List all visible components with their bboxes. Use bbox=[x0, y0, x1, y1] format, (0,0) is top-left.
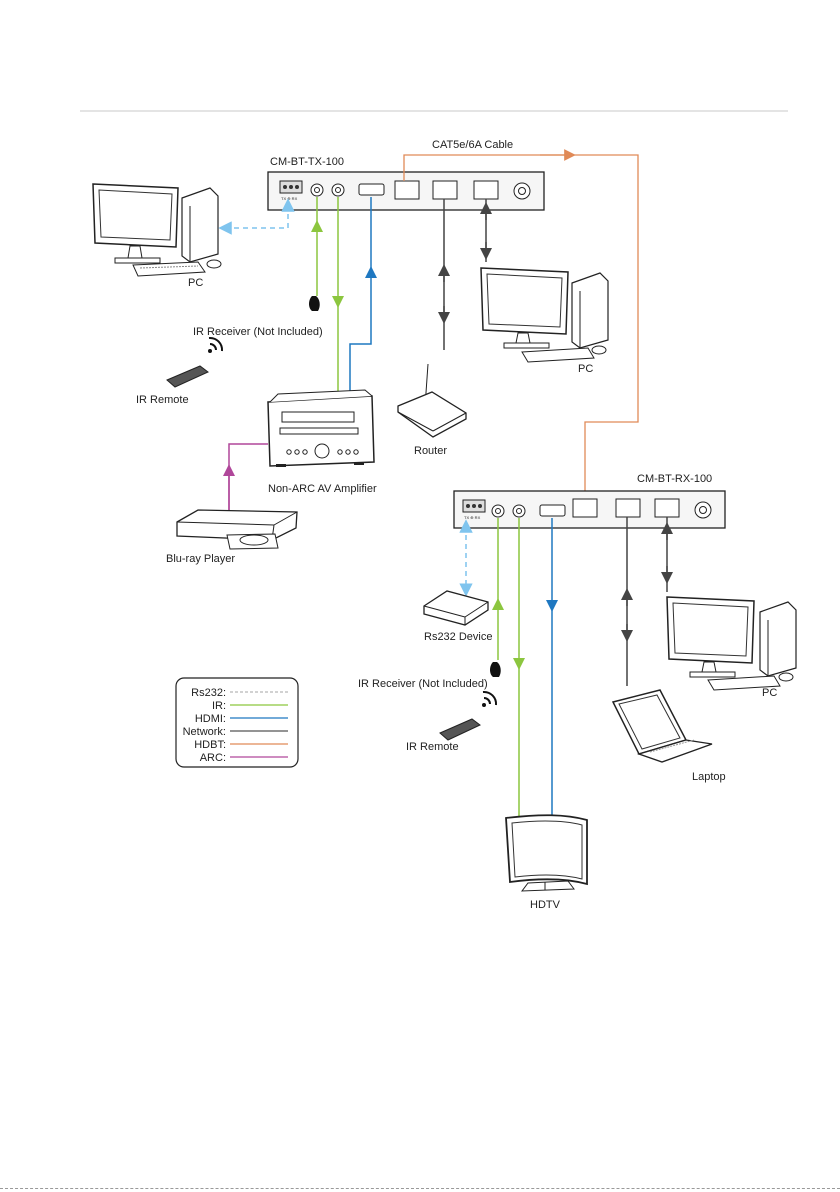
router-label: Router bbox=[414, 445, 447, 457]
bluray-player bbox=[177, 510, 297, 549]
pc-rx-label: PC bbox=[762, 687, 777, 699]
rx-hdmi-port bbox=[540, 505, 565, 516]
legend-label: Rs232: bbox=[191, 687, 226, 699]
legend-label: HDBT: bbox=[194, 739, 226, 751]
bluray-label: Blu-ray Player bbox=[166, 553, 235, 565]
tx-hdmi-port bbox=[359, 184, 384, 195]
pc-rx bbox=[667, 597, 796, 690]
hdtv-label: HDTV bbox=[530, 899, 561, 911]
rx-hdbt-port bbox=[573, 499, 597, 517]
tx-hdbt-port bbox=[395, 181, 419, 199]
tx-lan-port-2 bbox=[474, 181, 498, 199]
ir-receiver-tx-label: IR Receiver (Not Included) bbox=[193, 326, 323, 338]
legend-label: IR: bbox=[212, 700, 226, 712]
rx-lan-port-2 bbox=[655, 499, 679, 517]
ir-remote-tx-icon bbox=[167, 338, 222, 387]
ir-receiver-rx-label: IR Receiver (Not Included) bbox=[358, 678, 488, 690]
hdtv bbox=[506, 815, 587, 891]
tx-port-label: TX ⊕ RX bbox=[281, 196, 298, 201]
legend-label: Network: bbox=[183, 726, 226, 738]
hdmi-line-tx bbox=[350, 272, 371, 396]
ir-remote-rx-label: IR Remote bbox=[406, 741, 459, 753]
arc-line bbox=[229, 444, 268, 510]
cable-label: CAT5e/6A Cable bbox=[432, 139, 513, 151]
amplifier-label: Non-ARC AV Amplifier bbox=[268, 483, 377, 495]
rx-extender: CM-BT-RX-100 TX ⊕ RX bbox=[454, 473, 725, 528]
rx-port-label: TX ⊕ RX bbox=[464, 515, 481, 520]
av-amplifier bbox=[268, 390, 374, 467]
tx-ir-in-port bbox=[311, 184, 323, 196]
pc-tx-left-label: PC bbox=[188, 277, 203, 289]
ir-remote-tx-label: IR Remote bbox=[136, 394, 189, 406]
laptop-label: Laptop bbox=[692, 771, 726, 783]
rs232-device-label: Rs232 Device bbox=[424, 631, 492, 643]
rx-lan-port-1 bbox=[616, 499, 640, 517]
tx-ir-out-port bbox=[332, 184, 344, 196]
rx-name: CM-BT-RX-100 bbox=[637, 473, 712, 485]
pc-tx-left: PC bbox=[93, 184, 221, 289]
ir-remote-rx-icon bbox=[440, 692, 496, 740]
pc-tx-right-label: PC bbox=[578, 363, 593, 375]
legend-label: ARC: bbox=[200, 752, 226, 764]
page-bottom-edge bbox=[0, 1188, 840, 1191]
pc-tx-right bbox=[481, 268, 608, 362]
rx-power-port bbox=[695, 502, 711, 518]
legend: Rs232:IR:HDMI:Network:HDBT:ARC: bbox=[176, 678, 298, 767]
laptop bbox=[613, 690, 712, 762]
tx-extender: CM-BT-TX-100 TX ⊕ RX bbox=[268, 156, 544, 210]
legend-label: HDMI: bbox=[195, 713, 226, 725]
rs232-device bbox=[424, 591, 488, 625]
tx-lan-port-1 bbox=[433, 181, 457, 199]
ir-receiver-rx-icon bbox=[490, 662, 501, 677]
rx-ir-out-port bbox=[513, 505, 525, 517]
router bbox=[398, 364, 466, 437]
rx-ir-in-port bbox=[492, 505, 504, 517]
tx-name: CM-BT-TX-100 bbox=[270, 156, 344, 168]
ir-receiver-tx-icon bbox=[309, 296, 320, 311]
tx-power-port bbox=[514, 183, 530, 199]
